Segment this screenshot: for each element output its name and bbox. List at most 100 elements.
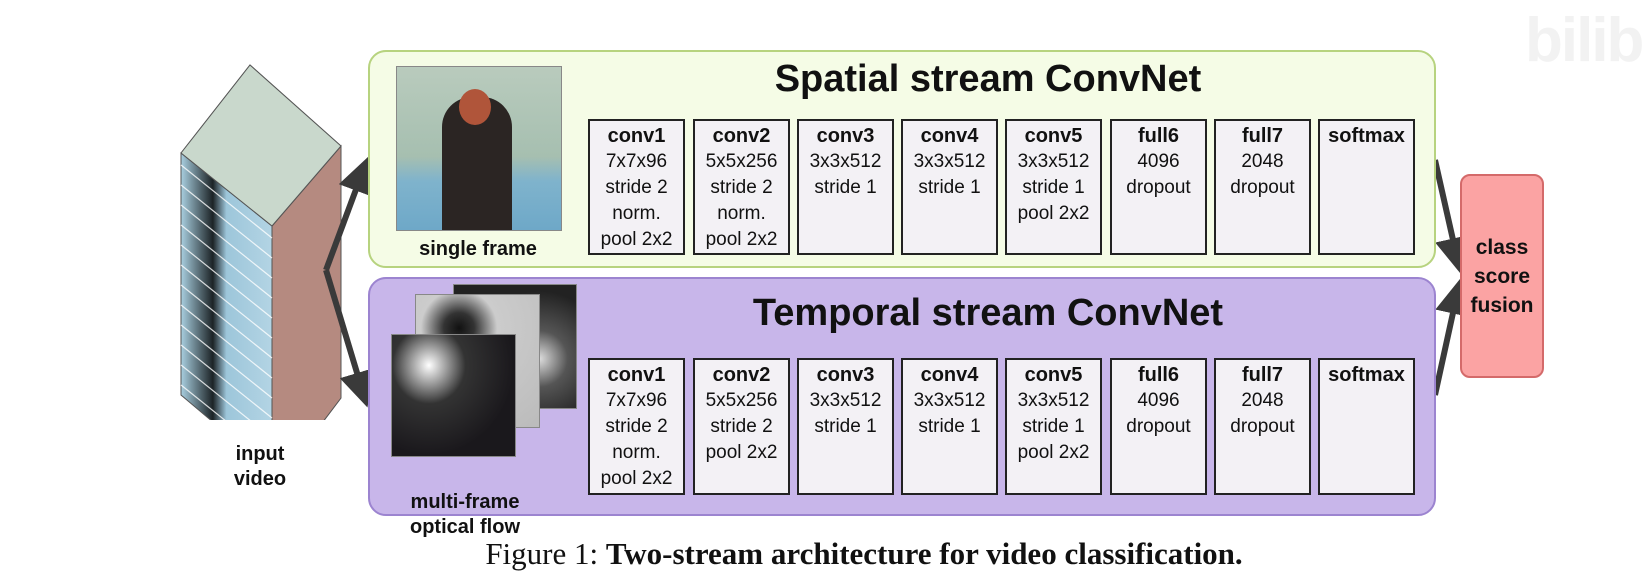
layer-param: stride 1 bbox=[814, 416, 877, 437]
layer-name: conv5 bbox=[1024, 125, 1083, 147]
layer-param: stride 1 bbox=[814, 177, 877, 198]
temporal-layer-conv3: conv3 3x3x512 stride 1 bbox=[797, 358, 894, 495]
optical-flow-image-front bbox=[391, 334, 516, 457]
layer-param: norm. bbox=[717, 203, 766, 224]
layer-name: conv4 bbox=[920, 125, 979, 147]
input-video-label: input video bbox=[200, 442, 320, 492]
layer-param: pool 2x2 bbox=[705, 229, 778, 250]
caption-prefix: Figure 1: bbox=[485, 536, 606, 571]
layer-name: full6 bbox=[1137, 364, 1180, 386]
layer-name: conv3 bbox=[816, 364, 875, 386]
layer-param: pool 2x2 bbox=[600, 229, 673, 250]
arrow-to-spatial bbox=[323, 156, 373, 272]
layer-param: 5x5x256 bbox=[705, 390, 778, 411]
frame-edge bbox=[180, 304, 273, 379]
fusion-line: score bbox=[1473, 264, 1531, 288]
layer-param: stride 1 bbox=[1022, 416, 1085, 437]
layer-param: pool 2x2 bbox=[1017, 442, 1090, 463]
layer-param: stride 2 bbox=[605, 416, 668, 437]
spatial-layer-full6: full6 4096 dropout bbox=[1110, 119, 1207, 255]
layer-param: stride 1 bbox=[918, 177, 981, 198]
layer-name: conv2 bbox=[712, 364, 771, 386]
spatial-layer-conv4: conv4 3x3x512 stride 1 bbox=[901, 119, 998, 255]
layer-param: 4096 bbox=[1137, 390, 1180, 411]
watermark: bilib bbox=[1525, 6, 1644, 75]
frame-edge bbox=[180, 224, 273, 299]
temporal-layer-conv5: conv5 3x3x512 stride 1 pool 2x2 bbox=[1005, 358, 1102, 495]
class-score-fusion-box: class score fusion bbox=[1460, 174, 1544, 378]
layer-name: softmax bbox=[1328, 125, 1405, 147]
layer-param: stride 2 bbox=[710, 177, 773, 198]
layer-name: conv4 bbox=[920, 364, 979, 386]
arrow-to-temporal bbox=[323, 269, 375, 408]
layer-param: 5x5x256 bbox=[705, 151, 778, 172]
frame-edge bbox=[180, 384, 226, 420]
frame-edge bbox=[180, 264, 273, 339]
layer-param: 7x7x96 bbox=[605, 390, 668, 411]
frame-edge bbox=[180, 324, 273, 399]
single-frame-label: single frame bbox=[419, 238, 537, 260]
layer-name: conv1 bbox=[607, 125, 666, 147]
layer-param: dropout bbox=[1230, 416, 1295, 437]
temporal-layer-conv4: conv4 3x3x512 stride 1 bbox=[901, 358, 998, 495]
layer-param: dropout bbox=[1230, 177, 1295, 198]
caption-text: Two-stream architecture for video classi… bbox=[605, 536, 1243, 571]
layer-name: full7 bbox=[1241, 364, 1284, 386]
layer-param: 7x7x96 bbox=[605, 151, 668, 172]
layer-param: 3x3x512 bbox=[809, 390, 882, 411]
frame-edge bbox=[180, 284, 273, 359]
layer-name: conv3 bbox=[816, 125, 875, 147]
layer-param: stride 1 bbox=[918, 416, 981, 437]
layer-param: stride 2 bbox=[605, 177, 668, 198]
layer-param: 4096 bbox=[1137, 151, 1180, 172]
frame-edge bbox=[180, 164, 273, 239]
input-video-stack bbox=[180, 64, 342, 420]
layer-param: pool 2x2 bbox=[1017, 203, 1090, 224]
spatial-layer-conv3: conv3 3x3x512 stride 1 bbox=[797, 119, 894, 255]
optical-flow-label: multi-frame optical flow bbox=[380, 490, 550, 540]
layer-param: 3x3x512 bbox=[913, 151, 986, 172]
input-label-line1: input bbox=[235, 443, 285, 465]
layer-param: stride 2 bbox=[710, 416, 773, 437]
optical-flow-label-line1: multi-frame bbox=[410, 491, 520, 513]
layer-param: 3x3x512 bbox=[1017, 390, 1090, 411]
temporal-layer-full7: full7 2048 dropout bbox=[1214, 358, 1311, 495]
frame-edge bbox=[180, 244, 273, 319]
frame-edge bbox=[180, 204, 273, 279]
frame-edge bbox=[180, 184, 273, 259]
frame-edge bbox=[180, 344, 273, 419]
spatial-layer-conv1: conv1 7x7x96 stride 2 norm. pool 2x2 bbox=[588, 119, 685, 255]
layer-param: 3x3x512 bbox=[809, 151, 882, 172]
layer-param: norm. bbox=[612, 203, 661, 224]
figure-caption: Figure 1: Two-stream architecture for vi… bbox=[0, 536, 1648, 572]
layer-name: conv5 bbox=[1024, 364, 1083, 386]
temporal-layer-softmax: softmax bbox=[1318, 358, 1415, 495]
spatial-layer-conv5: conv5 3x3x512 stride 1 pool 2x2 bbox=[1005, 119, 1102, 255]
frame-edge bbox=[180, 404, 201, 420]
single-frame-image bbox=[396, 66, 562, 231]
layer-param: pool 2x2 bbox=[600, 468, 673, 489]
layer-param: stride 1 bbox=[1022, 177, 1085, 198]
layer-param: 2048 bbox=[1241, 390, 1284, 411]
layer-param: dropout bbox=[1126, 177, 1191, 198]
layer-name: full7 bbox=[1241, 125, 1284, 147]
layer-param: 2048 bbox=[1241, 151, 1284, 172]
layer-param: 3x3x512 bbox=[913, 390, 986, 411]
arrow-temporal-to-fusion bbox=[1432, 278, 1471, 396]
optical-flow-label-line2: optical flow bbox=[410, 516, 520, 538]
fusion-line: class bbox=[1475, 235, 1529, 259]
temporal-layer-full6: full6 4096 dropout bbox=[1110, 358, 1207, 495]
layer-name: conv2 bbox=[712, 125, 771, 147]
temporal-stream-title: Temporal stream ConvNet bbox=[752, 292, 1224, 334]
layer-name: full6 bbox=[1137, 125, 1180, 147]
layer-param: 3x3x512 bbox=[1017, 151, 1090, 172]
input-label-line2: video bbox=[233, 468, 287, 490]
spatial-layer-full7: full7 2048 dropout bbox=[1214, 119, 1311, 255]
layer-name: softmax bbox=[1328, 364, 1405, 386]
layer-param: dropout bbox=[1126, 416, 1191, 437]
arrow-spatial-to-fusion bbox=[1432, 159, 1471, 274]
frame-edge bbox=[180, 364, 251, 420]
